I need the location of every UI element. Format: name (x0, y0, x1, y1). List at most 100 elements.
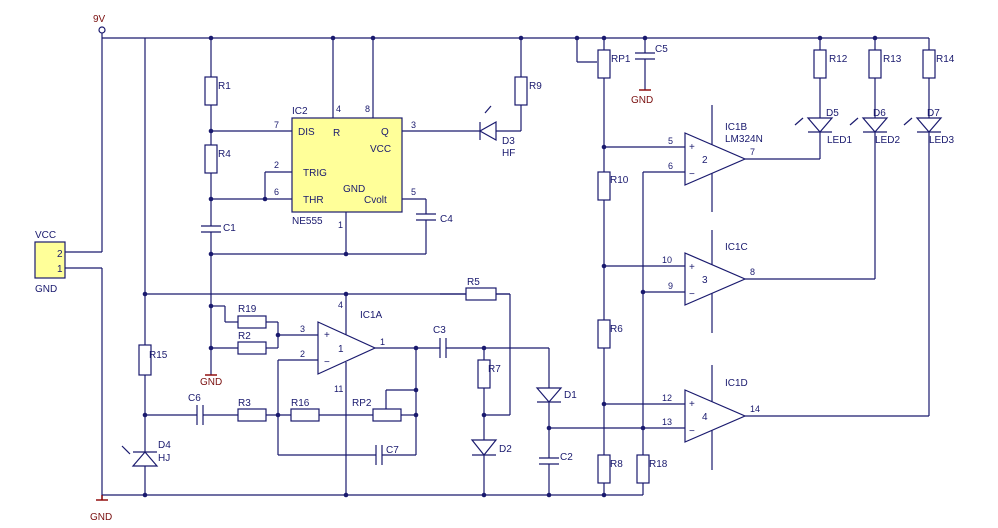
resistor-r2 (237, 341, 267, 355)
label-r6: R6 (610, 324, 623, 335)
label-pin-7: 7 (274, 120, 279, 130)
label-ne555: NE555 (292, 216, 323, 227)
led-d7 (915, 117, 943, 133)
diode-d3-hf (478, 105, 521, 142)
resistor-r4 (204, 144, 218, 174)
sensor-branch (121, 38, 510, 498)
label-a-pin3: 3 (300, 324, 305, 334)
label-d-pin13: 13 (662, 417, 672, 427)
led-column-d7 (903, 38, 943, 416)
label-c-minus: − (689, 289, 695, 300)
label-c2: C2 (560, 452, 573, 463)
label-ic2: IC2 (292, 106, 308, 117)
label-trig: TRIG (303, 168, 327, 179)
label-pin-1: 1 (338, 220, 343, 230)
detector-stage (439, 287, 563, 498)
led-column-d6 (849, 35, 889, 279)
label-opamp-d-unit: 4 (702, 412, 708, 423)
label-a-pin1: 1 (380, 337, 385, 347)
label-d-plus: + (689, 399, 695, 410)
label-r10: R10 (610, 175, 629, 186)
resistor-r14 (922, 49, 936, 79)
label-r13: R13 (883, 54, 902, 65)
label-d1: D1 (564, 390, 577, 401)
photodiode-d4 (131, 451, 159, 467)
label-ic1d: IC1D (725, 378, 748, 389)
led-d5 (806, 117, 834, 133)
label-a-plus: + (324, 330, 330, 341)
left-divider (201, 35, 346, 376)
label-a-pin4: 4 (338, 300, 343, 310)
label-hf: HF (502, 148, 515, 159)
resistor-r5 (465, 287, 497, 301)
label-lm324n: LM324N (725, 134, 763, 145)
label-d6: D6 (873, 108, 886, 119)
label-c3: C3 (433, 325, 446, 336)
label-pin-5: 5 (411, 187, 416, 197)
label-d3: D3 (502, 136, 515, 147)
label-hj: HJ (158, 453, 170, 464)
label-rp1: RP1 (611, 54, 631, 65)
resistor-r16 (290, 408, 320, 422)
signal-bus-r18 (549, 171, 685, 495)
label-b-pin6: 6 (668, 161, 673, 171)
label-b-pin5: 5 (668, 136, 673, 146)
label-connector-gnd: GND (35, 284, 57, 295)
resistor-r6 (597, 319, 611, 349)
resistor-r19 (237, 315, 267, 329)
label-pin-4: 4 (336, 104, 341, 114)
label-d-minus: − (689, 426, 695, 437)
label-d-pin12: 12 (662, 393, 672, 403)
label-conn-pin2: 2 (57, 249, 63, 260)
label-opamp-a-unit: 1 (338, 344, 344, 355)
label-d7: D7 (927, 108, 940, 119)
label-gnd-mid: GND (200, 377, 222, 388)
label-ic1b: IC1B (725, 122, 748, 133)
label-r5: R5 (467, 277, 480, 288)
label-c-pin10: 10 (662, 255, 672, 265)
resistor-r8 (597, 454, 611, 484)
label-r19: R19 (238, 304, 257, 315)
label-led2: LED2 (875, 135, 900, 146)
label-c1: C1 (223, 223, 236, 234)
resistor-r10 (597, 171, 611, 201)
supply-rail-9v (65, 26, 929, 253)
label-vcc-pin: VCC (370, 144, 391, 155)
label-r12: R12 (829, 54, 848, 65)
label-gnd-bottom: GND (90, 512, 112, 523)
label-c-plus: + (689, 262, 695, 273)
resistor-r18 (636, 454, 650, 484)
label-led3: LED3 (929, 135, 954, 146)
potentiometer-rp1 (574, 35, 611, 172)
label-a-pin2: 2 (300, 349, 305, 359)
label-9v: 9V (93, 14, 106, 25)
ground-rail-bottom (65, 267, 643, 501)
label-cvolt: Cvolt (364, 195, 387, 206)
diode-d2 (470, 439, 498, 456)
diode-d1 (535, 387, 563, 403)
vcc-connector (34, 241, 66, 279)
label-b-plus: + (689, 142, 695, 153)
label-gnd-c5: GND (631, 95, 653, 106)
label-opamp-c-unit: 3 (702, 275, 708, 286)
label-r16: R16 (291, 398, 310, 409)
led-d6 (861, 117, 889, 133)
label-d-pin14: 14 (750, 404, 760, 414)
label-r2: R2 (238, 331, 251, 342)
label-d2: D2 (499, 444, 512, 455)
label-a-pin11: 11 (334, 384, 343, 394)
label-gnd-pin: GND (343, 184, 365, 195)
resistor-r13 (868, 49, 882, 79)
label-r15: R15 (149, 350, 168, 361)
label-c-pin9: 9 (668, 281, 673, 291)
label-c5: C5 (655, 44, 668, 55)
reference-ladder (597, 144, 685, 498)
label-c-pin8: 8 (750, 267, 755, 277)
resistor-r9 (514, 35, 528, 131)
led-column-d5 (794, 35, 834, 159)
label-dis: DIS (298, 127, 315, 138)
label-pin-3: 3 (411, 120, 416, 130)
label-r14: R14 (936, 54, 955, 65)
label-conn-pin1: 1 (57, 264, 63, 275)
